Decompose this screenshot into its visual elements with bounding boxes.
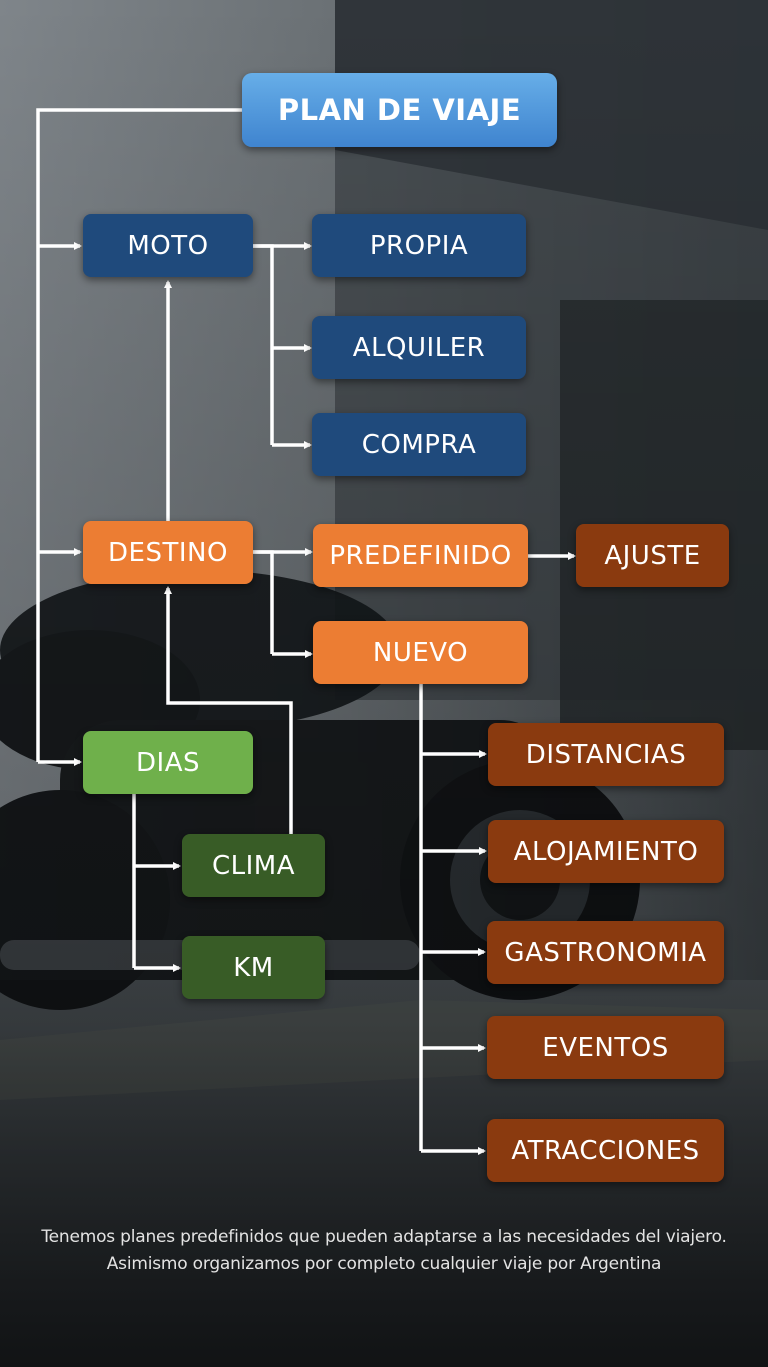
node-clima: CLIMA	[182, 834, 325, 897]
node-gastronomia: GASTRONOMIA	[487, 921, 724, 984]
node-predefinido: PREDEFINIDO	[313, 524, 528, 587]
footer-line-2: Asimismo organizamos por completo cualqu…	[106, 1254, 662, 1274]
node-km: KM	[182, 936, 325, 999]
node-compra: COMPRA	[312, 413, 526, 476]
node-dias: DIAS	[83, 731, 253, 794]
node-destino: DESTINO	[83, 521, 253, 584]
node-plan-de-viaje: PLAN DE VIAJE	[242, 73, 557, 147]
footer-caption: Tenemos planes predefinidos que pueden a…	[0, 1224, 768, 1278]
footer-line-1: Tenemos planes predefinidos que pueden a…	[41, 1227, 727, 1247]
node-alquiler: ALQUILER	[312, 316, 526, 379]
node-moto: MOTO	[83, 214, 253, 277]
node-propia: PROPIA	[312, 214, 526, 277]
node-alojamiento: ALOJAMIENTO	[488, 820, 724, 883]
node-atracciones: ATRACCIONES	[487, 1119, 724, 1182]
node-nuevo: NUEVO	[313, 621, 528, 684]
node-distancias: DISTANCIAS	[488, 723, 724, 786]
node-eventos: EVENTOS	[487, 1016, 724, 1079]
node-ajuste: AJUSTE	[576, 524, 729, 587]
